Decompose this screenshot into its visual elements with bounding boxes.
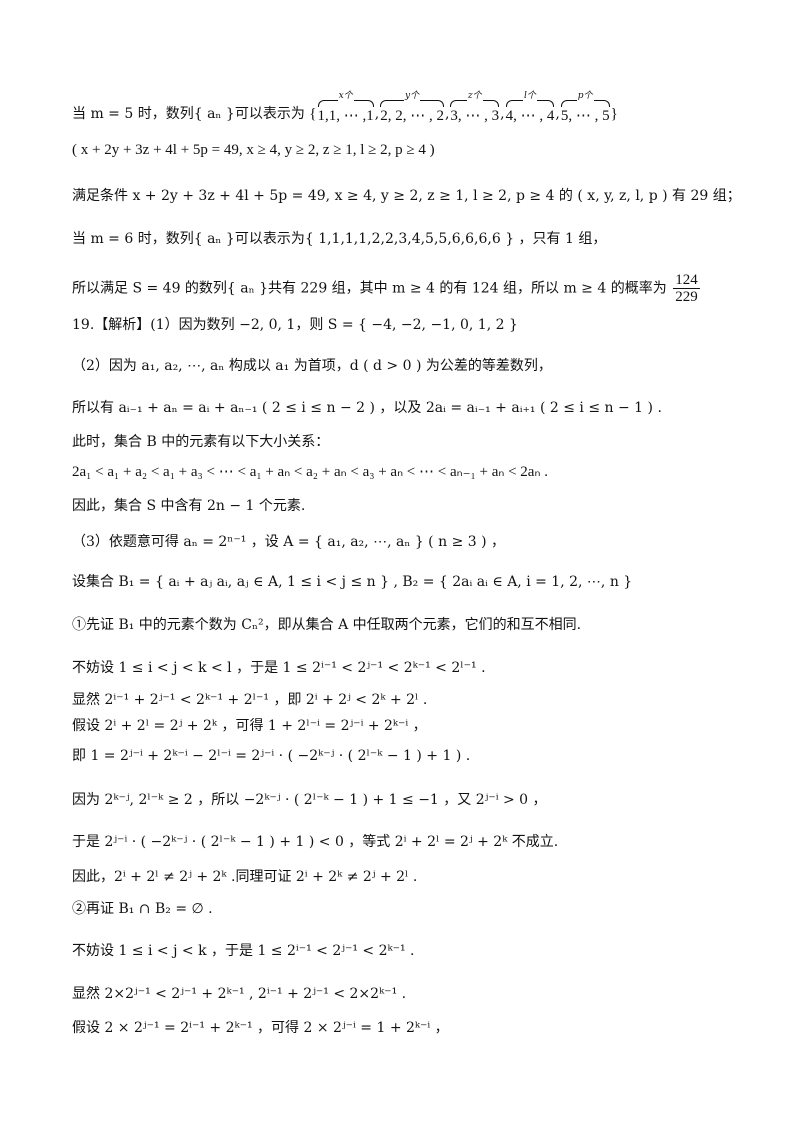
line-bound: 因为 2ᵏ⁻ʲ, 2ˡ⁻ᵏ ≥ 2 ，所以 −2ᵏ⁻ʲ · ( 2ˡ⁻ᵏ − 1… [72, 792, 547, 808]
line-part3-intro: （3）依题意可得 aₙ = 2ⁿ⁻¹ ，设 A = { a₁, a₂, ⋯, a… [72, 534, 506, 550]
line-29-groups: 满足条件 x + 2y + 3z + 4l + 5p = 49, x ≥ 4, … [72, 188, 741, 204]
line-contradiction: 于是 2ʲ⁻ⁱ · ( −2ᵏ⁻ʲ · ( 2ˡ⁻ᵏ − 1 ) + 1 ) <… [72, 834, 559, 850]
line-part2-identities: 所以有 aᵢ₋₁ + aₙ = aᵢ + aₙ₋₁ ( 2 ≤ i ≤ n − … [72, 400, 662, 416]
text: 所以满足 S = 49 的数列{ aₙ }共有 229 组，其中 m ≥ 4 的… [72, 280, 667, 297]
line-obvious-ineq-2: 显然 2×2ʲ⁻¹ < 2ʲ⁻¹ + 2ᵏ⁻¹ , 2ⁱ⁻¹ + 2ʲ⁻¹ < … [72, 986, 407, 1002]
line-part2-conclusion: 因此，集合 S 中含有 2n − 1 个元素. [72, 498, 306, 514]
set-close-brace: } [610, 106, 618, 122]
line-claim2: ②再证 B₁ ∩ B₂ = ∅ . [72, 901, 213, 917]
line-suppose-eq: 假设 2ⁱ + 2ˡ = 2ʲ + 2ᵏ ，可得 1 + 2ˡ⁻ⁱ = 2ʲ⁻ⁱ… [72, 718, 427, 734]
line-suppose-eq-2: 假设 2 × 2ʲ⁻¹ = 2ⁱ⁻¹ + 2ᵏ⁻¹ ，可得 2 × 2ʲ⁻ⁱ =… [72, 1020, 449, 1036]
line-19-part1: 19.【解析】(1）因为数列 −2, 0, 1，则 S = { −4, −2, … [72, 317, 518, 333]
line-claim1: ①先证 B₁ 中的元素个数为 Cₙ²，即从集合 A 中任取两个元素，它们的和互不… [72, 617, 582, 633]
line-part2-intro: （2）因为 a₁, a₂, ⋯, aₙ 构成以 a₁ 为首项，d ( d > 0… [72, 358, 552, 374]
line-assume-ijk: 不妨设 1 ≤ i < j < k ，于是 1 ≤ 2ⁱ⁻¹ < 2ʲ⁻¹ < … [72, 943, 415, 959]
line-part3-sets: 设集合 B₁ = { aᵢ + aⱼ aᵢ, aⱼ ∈ A, 1 ≤ i < j… [72, 574, 633, 590]
line-part2-chain: 2a₁ < a₁ + a₂ < a₁ + a₃ < ⋯ < a₁ + aₙ < … [72, 464, 548, 480]
line-rearrange: 即 1 = 2ʲ⁻ⁱ + 2ᵏ⁻ⁱ − 2ˡ⁻ⁱ = 2ʲ⁻ⁱ · ( −2ᵏ⁻… [72, 748, 471, 764]
set-open-brace: { [309, 106, 317, 122]
line-part2-order-intro: 此时，集合 B 中的元素有以下大小关系： [72, 434, 330, 450]
text: 当 m = 5 时，数列{ aₙ }可以表示为 [72, 106, 305, 122]
line-constraints: ( x + 2y + 3z + 4l + 5p = 49, x ≥ 4, y ≥… [72, 142, 435, 158]
line-obvious-ineq: 显然 2ⁱ⁻¹ + 2ʲ⁻¹ < 2ᵏ⁻¹ + 2ˡ⁻¹ ，即 2ⁱ + 2ʲ … [72, 692, 428, 708]
line-probability: 所以满足 S = 49 的数列{ aₙ }共有 229 组，其中 m ≥ 4 的… [72, 272, 700, 305]
line-therefore: 因此，2ⁱ + 2ˡ ≠ 2ʲ + 2ᵏ .同理可证 2ⁱ + 2ᵏ ≠ 2ʲ … [72, 869, 418, 885]
line-m6: 当 m = 6 时，数列{ aₙ }可以表示为{ 1,1,1,1,2,2,3,4… [72, 231, 607, 247]
line-assume-ijkl: 不妨设 1 ≤ i < j < k < l ，于是 1 ≤ 2ⁱ⁻¹ < 2ʲ⁻… [72, 660, 486, 676]
